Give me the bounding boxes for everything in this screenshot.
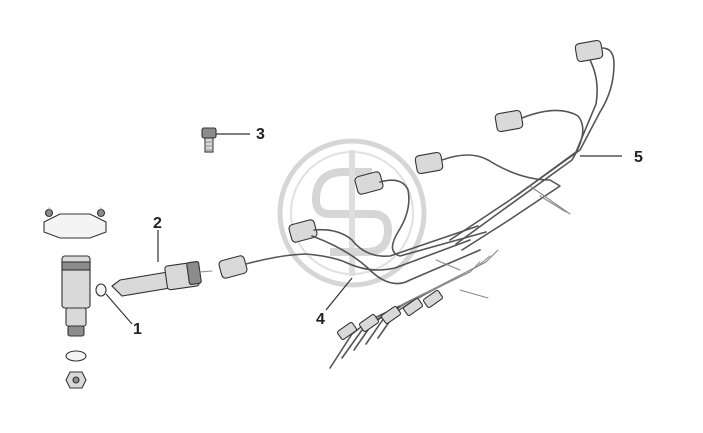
- banjo-bolt: [201, 127, 217, 153]
- callout-5: 5: [634, 149, 643, 166]
- leader-lines: [105, 133, 622, 325]
- leader-1: [105, 293, 133, 325]
- leader-4: [325, 277, 353, 311]
- callout-2: 2: [153, 215, 162, 232]
- watermark-logo: [277, 138, 427, 288]
- callout-3: 3: [256, 126, 265, 143]
- injector-pipe-set-upper: [414, 39, 615, 251]
- callout-4: 4: [316, 311, 325, 328]
- nozzle-holder: [111, 260, 213, 297]
- injector-assembly: [43, 207, 107, 389]
- injector-pipe-set-lower: [218, 171, 499, 369]
- callout-1: 1: [133, 321, 142, 338]
